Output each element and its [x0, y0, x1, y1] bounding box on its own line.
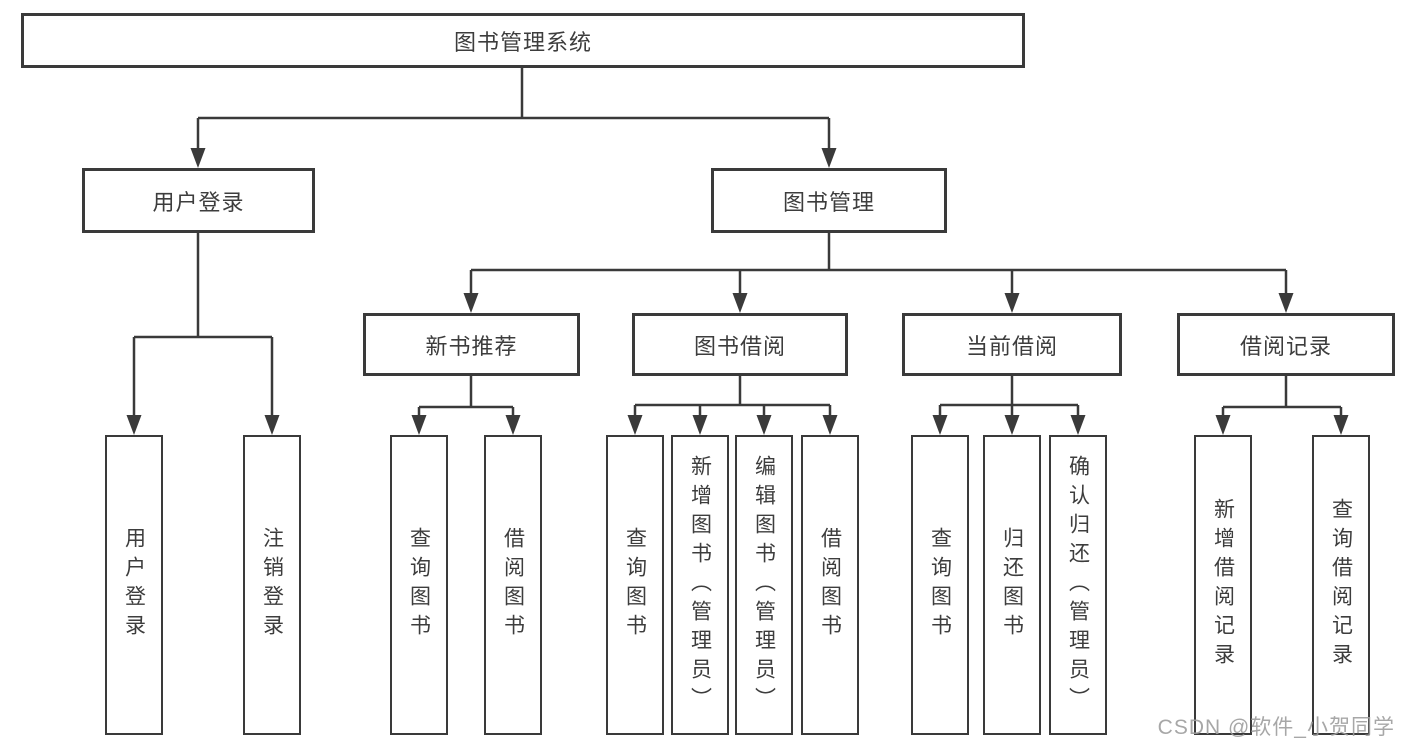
node-user-login: 用户登录 — [82, 168, 315, 233]
arrow-down-icon — [1004, 293, 1020, 313]
leaf-label: 查询图书 — [928, 527, 952, 643]
leaf-borrowing-borrow-books: 借阅图书 — [801, 435, 859, 735]
arrow-down-icon — [821, 148, 837, 168]
node-label: 用户登录 — [152, 189, 245, 215]
arrow-down-icon — [1004, 415, 1020, 435]
leaf-current-query-books: 查询图书 — [911, 435, 969, 735]
node-label: 图书借阅 — [693, 333, 786, 359]
arrow-down-icon — [1070, 415, 1086, 435]
leaf-borrowing-edit-books-admin: 编辑图书（管理员） — [735, 435, 793, 735]
leaf-borrowing-query-books: 查询图书 — [606, 435, 664, 735]
leaf-records-add-record: 新增借阅记录 — [1194, 435, 1252, 735]
node-label: 借阅记录 — [1239, 333, 1332, 359]
leaf-current-return-books: 归还图书 — [983, 435, 1041, 735]
node-library-management-system: 图书管理系统 — [21, 13, 1025, 68]
arrow-down-icon — [932, 415, 948, 435]
arrow-down-icon — [822, 415, 838, 435]
edge-userlogin-to-leaves — [132, 233, 274, 417]
watermark: CSDN @软件_小贺同学 — [1157, 716, 1395, 739]
arrow-down-icon — [1333, 415, 1349, 435]
leaf-records-query-record: 查询借阅记录 — [1312, 435, 1370, 735]
arrow-down-icon — [505, 415, 521, 435]
arrow-down-icon — [264, 415, 280, 435]
arrow-down-icon — [190, 148, 206, 168]
edge-newbooks-to-leaves — [417, 376, 515, 417]
edge-bookmgmt-to-level3 — [469, 233, 1288, 295]
leaf-label: 借阅图书 — [818, 527, 842, 643]
edge-root-to-level2 — [196, 68, 831, 150]
node-label: 图书管理 — [782, 189, 875, 215]
leaf-borrowing-add-books-admin: 新增图书（管理员） — [671, 435, 729, 735]
arrow-down-icon — [627, 415, 643, 435]
node-new-book-recommend: 新书推荐 — [363, 313, 580, 376]
node-label: 新书推荐 — [425, 333, 518, 359]
node-borrowing-records: 借阅记录 — [1177, 313, 1395, 376]
leaf-current-confirm-return-admin: 确认归还（管理员） — [1049, 435, 1107, 735]
node-label: 当前借阅 — [965, 333, 1058, 359]
node-current-borrowing: 当前借阅 — [902, 313, 1122, 376]
leaf-label: 用户登录 — [122, 527, 146, 643]
leaf-user-login: 用户登录 — [105, 435, 163, 735]
arrow-down-icon — [411, 415, 427, 435]
arrow-down-icon — [1215, 415, 1231, 435]
arrow-down-icon — [126, 415, 142, 435]
leaf-label: 查询图书 — [407, 527, 431, 643]
leaf-label: 新增借阅记录 — [1211, 498, 1235, 672]
arrow-down-icon — [1278, 293, 1294, 313]
leaf-label: 新增图书（管理员） — [688, 454, 712, 716]
node-book-management: 图书管理 — [711, 168, 947, 233]
arrow-down-icons — [126, 148, 1349, 435]
leaf-logout: 注销登录 — [243, 435, 301, 735]
leaf-label: 查询图书 — [623, 527, 647, 643]
arrow-down-icon — [463, 293, 479, 313]
leaf-label: 确认归还（管理员） — [1066, 454, 1090, 716]
arrow-down-icon — [692, 415, 708, 435]
leaf-newbooks-borrow-books: 借阅图书 — [484, 435, 542, 735]
node-label: 图书管理系统 — [453, 29, 592, 55]
leaf-label: 归还图书 — [1000, 527, 1024, 643]
leaf-newbooks-query-books: 查询图书 — [390, 435, 448, 735]
arrow-down-icon — [732, 293, 748, 313]
arrow-down-icon — [756, 415, 772, 435]
leaf-label: 编辑图书（管理员） — [752, 454, 776, 716]
edge-bookborrow-to-leaves — [633, 376, 832, 417]
edge-records-to-leaves — [1221, 376, 1343, 417]
leaf-label: 借阅图书 — [501, 527, 525, 643]
leaf-label: 查询借阅记录 — [1329, 498, 1353, 672]
node-book-borrowing: 图书借阅 — [632, 313, 848, 376]
leaf-label: 注销登录 — [260, 527, 284, 643]
edge-currentborrow-to-leaves — [938, 376, 1080, 417]
